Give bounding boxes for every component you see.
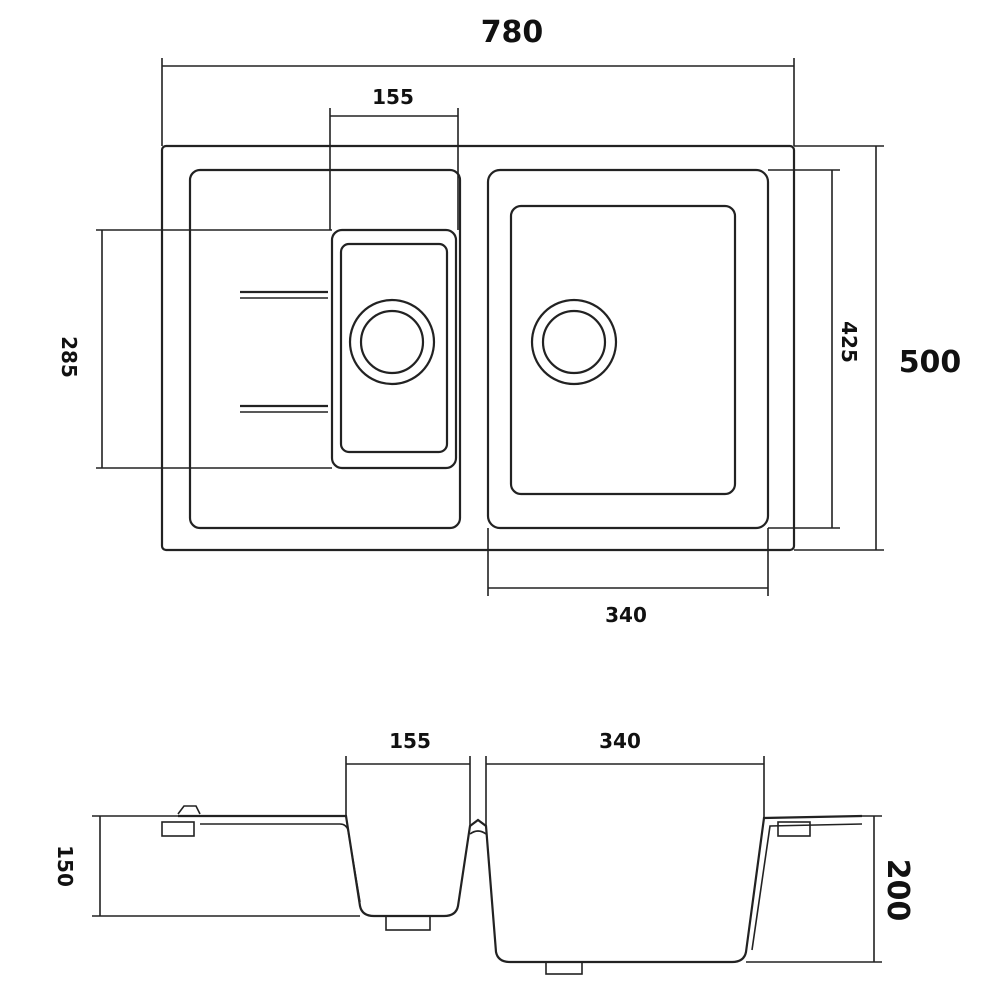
mounting-clip-right — [777, 821, 811, 837]
dim-overall-width: 780 — [481, 15, 544, 50]
dim-large-bowl-width: 340 — [605, 603, 647, 627]
drainer-outline — [188, 168, 462, 530]
plan-view: 780 155 285 425 500 340 — [57, 15, 961, 627]
section-view: 155 340 150 200 — [53, 729, 915, 975]
dim-section-small-width: 155 — [389, 729, 431, 753]
small-bowl-drain-inner — [359, 309, 425, 375]
section-profile-inner-2 — [469, 830, 487, 835]
dim-large-bowl-length: 425 — [837, 321, 861, 363]
dim-small-bowl-width: 155 — [372, 85, 414, 109]
dim-overall-depth: 500 — [899, 345, 962, 380]
large-bowl-drain-inner — [541, 309, 607, 375]
dim-section-large-width: 340 — [599, 729, 641, 753]
large-bowl-drain-outer — [530, 298, 618, 386]
section-profile-outer — [178, 814, 863, 964]
dim-section-large-depth: 200 — [880, 859, 915, 922]
section-profile-inner-3 — [751, 823, 863, 951]
sink-outer-outline — [160, 144, 796, 552]
mounting-clip-left-top — [177, 805, 201, 815]
small-bowl-inner — [339, 242, 449, 454]
drain-fitting-large — [545, 961, 583, 975]
dim-small-bowl-length: 285 — [57, 336, 81, 378]
dim-section-small-depth: 150 — [53, 845, 77, 887]
section-profile-inner — [200, 823, 361, 903]
large-bowl-outer — [486, 168, 770, 530]
large-bowl-inner — [509, 204, 737, 496]
small-bowl-outer — [330, 228, 458, 470]
mounting-clip-left — [161, 821, 195, 837]
drain-fitting-small — [385, 915, 431, 931]
small-bowl-drain-outer — [348, 298, 436, 386]
